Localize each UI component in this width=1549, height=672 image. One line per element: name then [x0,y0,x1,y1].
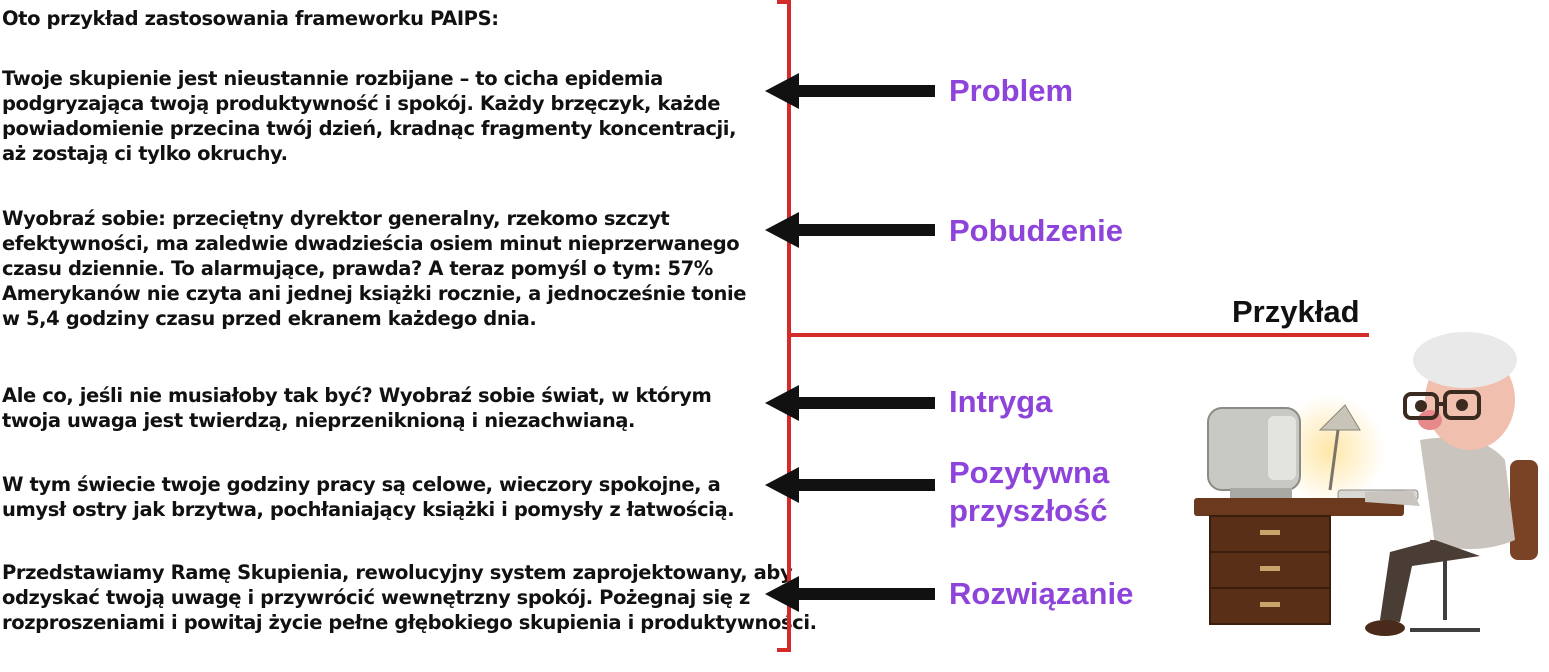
label-agitation: Pobudzenie [949,213,1123,248]
bracket-horizontal-line [787,333,1369,337]
paragraph-positive-future: W tym świecie twoje godziny pracy są cel… [2,473,735,521]
paragraph-solution: Przedstawiamy Ramę Skupienia, rewolucyjn… [2,561,817,634]
paragraph-intrigue: Ale co, jeśli nie musiałoby tak być? Wyo… [2,384,712,432]
section-label-example: Przykład [1232,294,1360,329]
arrow-left-icon [765,212,935,248]
label-positive-future: Pozytywna przyszłość [949,455,1110,528]
bracket-vertical-line [787,0,791,652]
elderly-man-computer-illustration [1194,332,1538,636]
arrow-left-icon [765,576,935,612]
label-solution: Rozwiązanie [949,576,1134,611]
bracket-top-cap [777,0,791,4]
intro-text: Oto przykład zastosowania frameworku PAI… [2,7,499,30]
arrow-left-icon [765,73,935,109]
paragraph-agitation: Wyobraź sobie: przeciętny dyrektor gener… [2,207,747,330]
paragraph-problem: Twoje skupienie jest nieustannie rozbija… [2,67,737,165]
label-problem: Problem [949,73,1074,108]
arrow-left-icon [765,467,935,503]
label-intrigue: Intryga [949,384,1053,419]
bracket-bottom-cap [777,648,791,652]
arrow-left-icon [765,385,935,421]
